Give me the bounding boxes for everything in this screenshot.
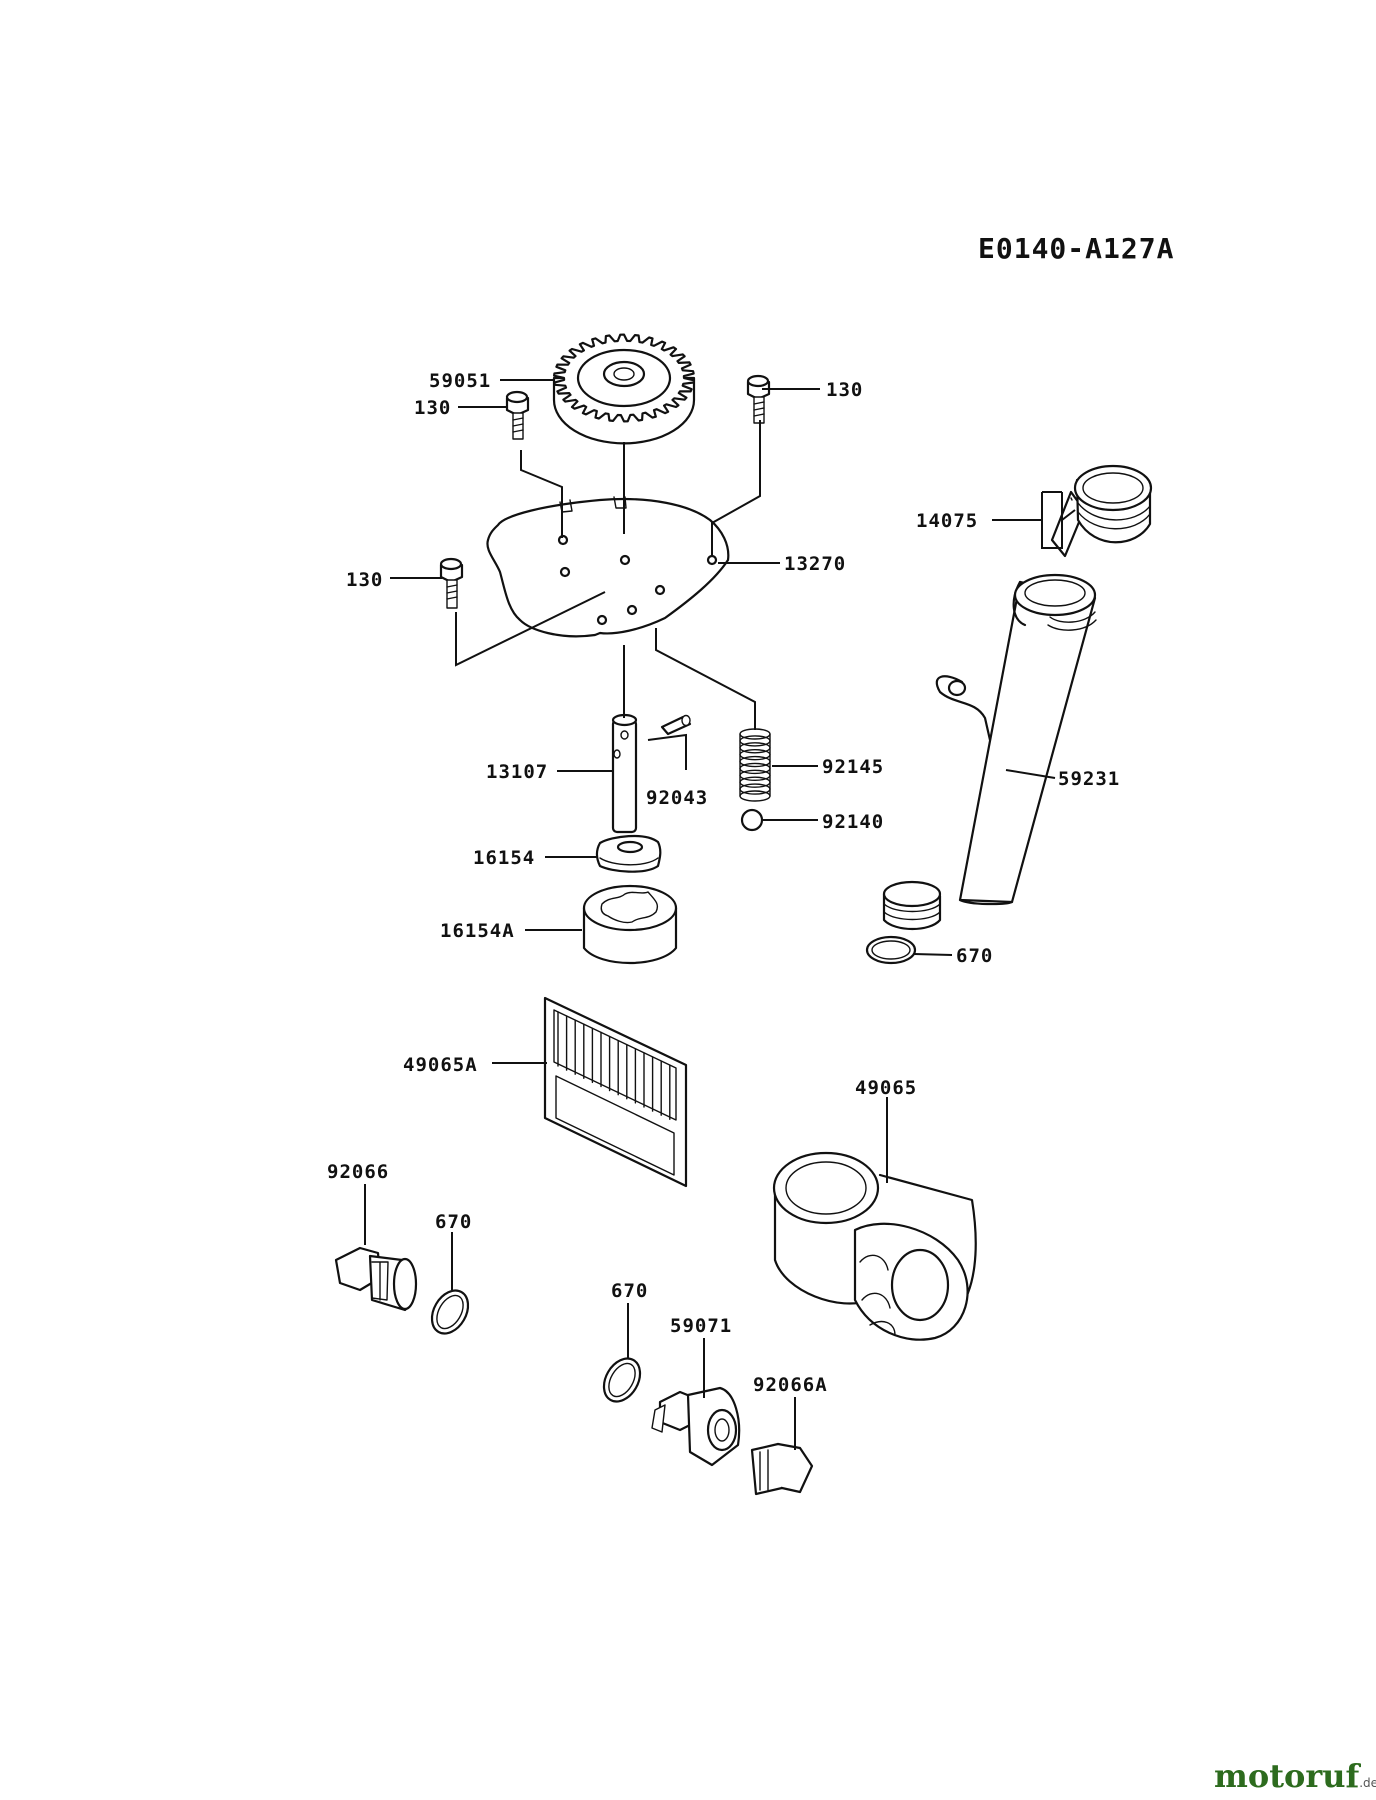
label-bolt-left: 130 — [346, 569, 383, 591]
diagram-code: E0140-A127A — [978, 232, 1174, 265]
label-plug-oring: 670 — [435, 1211, 472, 1233]
pump-cover-plate-part — [486, 496, 730, 638]
small-plug-part — [750, 1442, 814, 1496]
ball-part — [740, 808, 764, 832]
bolt-top-right-part — [746, 374, 771, 424]
watermark: motoruf.de — [1214, 1757, 1376, 1795]
gear-part — [552, 333, 696, 445]
label-screen-filter: 49065A — [403, 1054, 478, 1076]
plug-oring-part — [430, 1289, 470, 1335]
label-dipstick-cap: 14075 — [916, 510, 978, 532]
label-tube-oring: 670 — [956, 945, 993, 967]
label-bolt-top-right: 130 — [826, 379, 863, 401]
oil-filter-part — [772, 1151, 977, 1341]
label-oil-tube: 59231 — [1058, 768, 1120, 790]
fitting-part — [651, 1386, 741, 1467]
label-fitting: 59071 — [670, 1315, 732, 1337]
bolt-top-left-part — [505, 390, 530, 440]
label-ball: 92140 — [822, 811, 884, 833]
drain-plug-part — [334, 1246, 418, 1312]
inner-rotor-part — [595, 834, 662, 873]
label-inner-rotor: 16154 — [473, 847, 535, 869]
screen-filter-part — [543, 996, 688, 1188]
outer-rotor-part — [582, 884, 678, 964]
oil-fill-tube-part — [882, 573, 1097, 930]
bolt-left-part — [439, 557, 464, 609]
spring-part — [739, 728, 771, 802]
label-small-plug: 92066A — [753, 1374, 828, 1396]
label-drain-plug: 92066 — [327, 1161, 389, 1183]
label-plate: 13270 — [784, 553, 846, 575]
label-spring: 92145 — [822, 756, 884, 778]
label-shaft: 13107 — [486, 761, 548, 783]
label-fitting-oring: 670 — [611, 1280, 648, 1302]
label-oil-filter: 49065 — [855, 1077, 917, 1099]
pin-part — [660, 714, 692, 736]
dipstick-cap-part — [1050, 464, 1153, 558]
label-bolt-top-left: 130 — [414, 397, 451, 419]
label-gear: 59051 — [429, 370, 491, 392]
label-pin: 92043 — [646, 787, 708, 809]
watermark-logo: motoruf — [1214, 1757, 1361, 1795]
tube-oring-part — [865, 935, 917, 965]
fitting-oring-part — [602, 1357, 642, 1403]
pump-shaft-part — [611, 713, 638, 834]
watermark-tld: .de — [1359, 1776, 1376, 1790]
label-outer-rotor: 16154A — [440, 920, 515, 942]
